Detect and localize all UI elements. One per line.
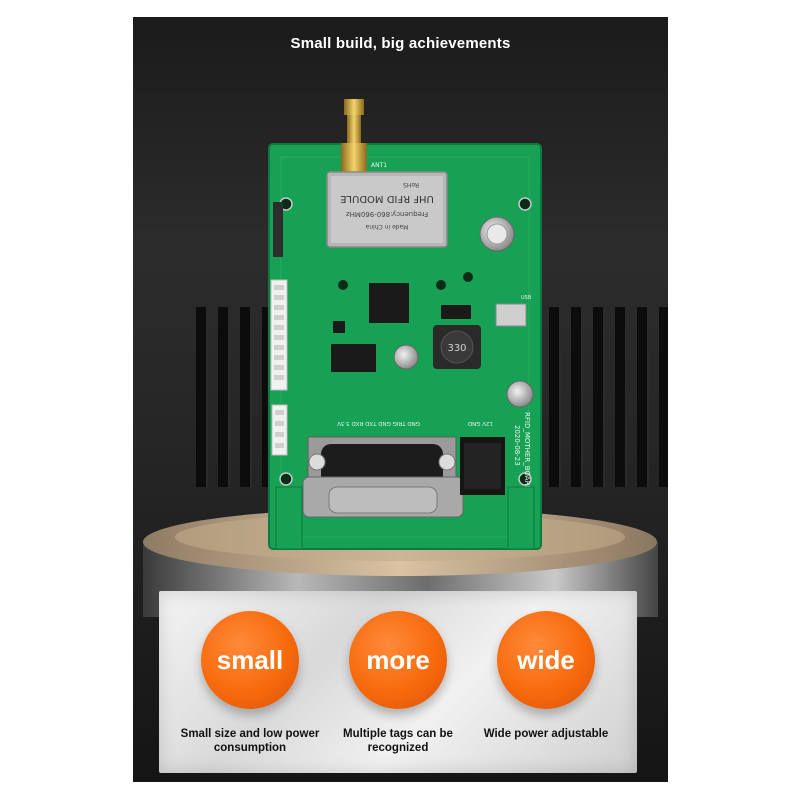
rfid-board-photo: ANT1 Made in China Frequency:860-960MHz … — [143, 99, 658, 617]
pcb-board: ANT1 Made in China Frequency:860-960MHz … — [268, 99, 542, 550]
svg-text:Frequency:860-960MHz: Frequency:860-960MHz — [346, 210, 429, 218]
background-slats-right — [541, 307, 668, 487]
feature-small-bubble: small — [201, 611, 299, 709]
svg-text:USB: USB — [521, 295, 532, 301]
headline: Small build, big achievements — [290, 35, 511, 52]
svg-text:GND TRIG GND TXD RXD 3.3V: GND TRIG GND TXD RXD 3.3V — [337, 420, 420, 426]
feature-card: small Small size and low power consumpti… — [159, 591, 637, 773]
feature-wide: wide Wide power adjustable — [471, 611, 621, 741]
feature-more-caption: Multiple tags can be recognized — [343, 728, 453, 754]
feature-wide-caption: Wide power adjustable — [483, 728, 609, 740]
feature-small: small Small size and low power consumpti… — [175, 611, 325, 755]
product-panel: Small build, big achievements — [133, 17, 668, 782]
svg-text:RoHS: RoHS — [403, 181, 419, 188]
feature-wide-bubble: wide — [497, 611, 595, 709]
feature-more-bubble: more — [349, 611, 447, 709]
feature-small-caption: Small size and low power consumption — [180, 728, 320, 754]
svg-text:12V GND: 12V GND — [468, 420, 493, 426]
svg-text:RFID_MOTHER_BOARD: RFID_MOTHER_BOARD — [523, 412, 531, 491]
feature-more: more Multiple tags can be recognized — [323, 611, 473, 755]
svg-text:Made in China: Made in China — [365, 223, 408, 230]
svg-text:2020-08-23: 2020-08-23 — [513, 425, 521, 466]
svg-text:UHF RFID MODULE: UHF RFID MODULE — [340, 193, 434, 204]
svg-text:330: 330 — [447, 343, 466, 354]
svg-text:ANT1: ANT1 — [371, 162, 387, 169]
